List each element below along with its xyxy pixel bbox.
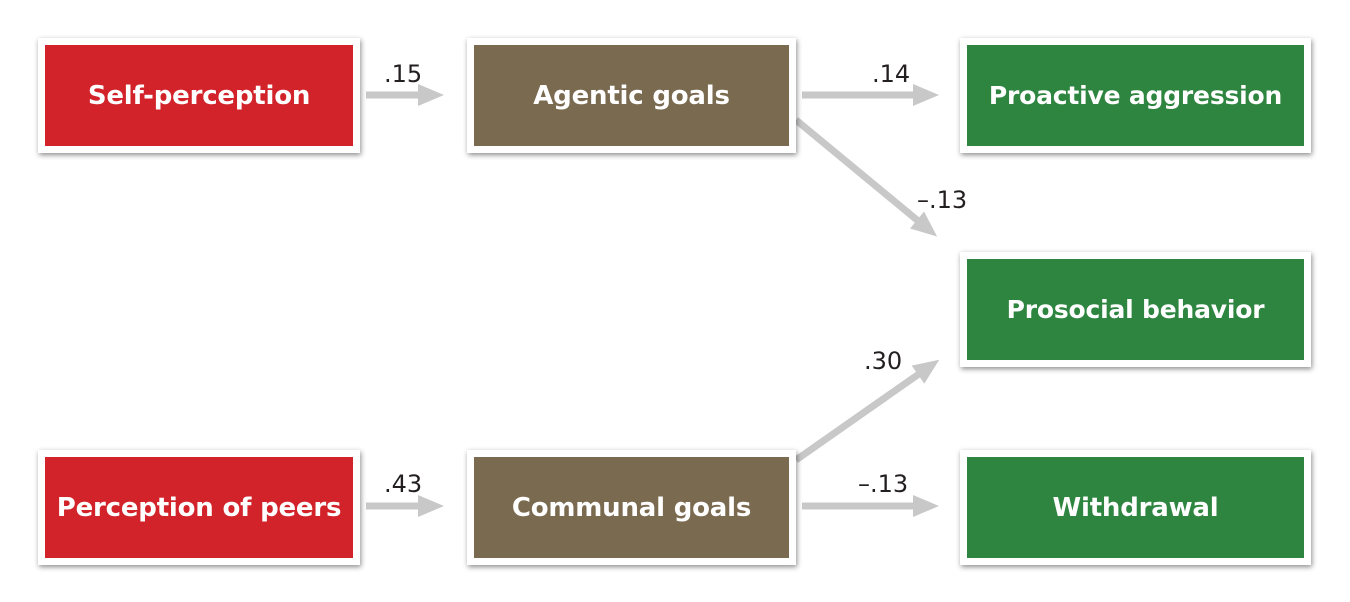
node-proactive-aggression: Proactive aggression [960, 38, 1311, 153]
edge-label-agentic-to-proactive: .14 [872, 60, 911, 88]
edge-label-communal-to-prosocial: .30 [864, 347, 903, 375]
arrowhead-icon [911, 359, 940, 384]
node-perception-of-peers: Perception of peers [38, 450, 360, 565]
edge-line [793, 117, 921, 224]
arrowhead-icon [418, 84, 444, 106]
node-self-perception: Self-perception [38, 38, 360, 153]
edge-label-agentic-to-prosocial: –.13 [917, 186, 968, 214]
node-withdrawal: Withdrawal [960, 450, 1311, 565]
node-label: Proactive aggression [988, 81, 1283, 110]
edge-communal-to-withdrawal [802, 495, 939, 517]
arrowhead-icon [913, 84, 939, 106]
edge-agentic-to-prosocial [793, 117, 938, 237]
node-label: Perception of peers [56, 492, 342, 523]
edge-self-to-agentic [366, 84, 444, 106]
edge-peers-to-communal [366, 495, 444, 517]
node-prosocial-behavior: Prosocial behavior [960, 252, 1311, 367]
edge-agentic-to-proactive [802, 84, 939, 106]
node-label: Self-perception [87, 80, 311, 111]
node-label: Prosocial behavior [1006, 295, 1265, 324]
node-label: Agentic goals [533, 80, 730, 111]
node-label: Communal goals [511, 492, 752, 523]
edge-line [793, 370, 922, 463]
edge-label-peers-to-communal: .43 [384, 470, 423, 498]
arrowhead-icon [910, 211, 938, 237]
edge-label-self-to-agentic: .15 [384, 60, 423, 88]
node-agentic-goals: Agentic goals [467, 38, 796, 153]
node-communal-goals: Communal goals [467, 450, 796, 565]
arrowhead-icon [913, 495, 939, 517]
edge-communal-to-prosocial [793, 359, 940, 463]
arrowhead-icon [418, 495, 444, 517]
node-label: Withdrawal [1052, 492, 1219, 523]
edge-label-communal-to-withdrawal: –.13 [858, 470, 909, 498]
